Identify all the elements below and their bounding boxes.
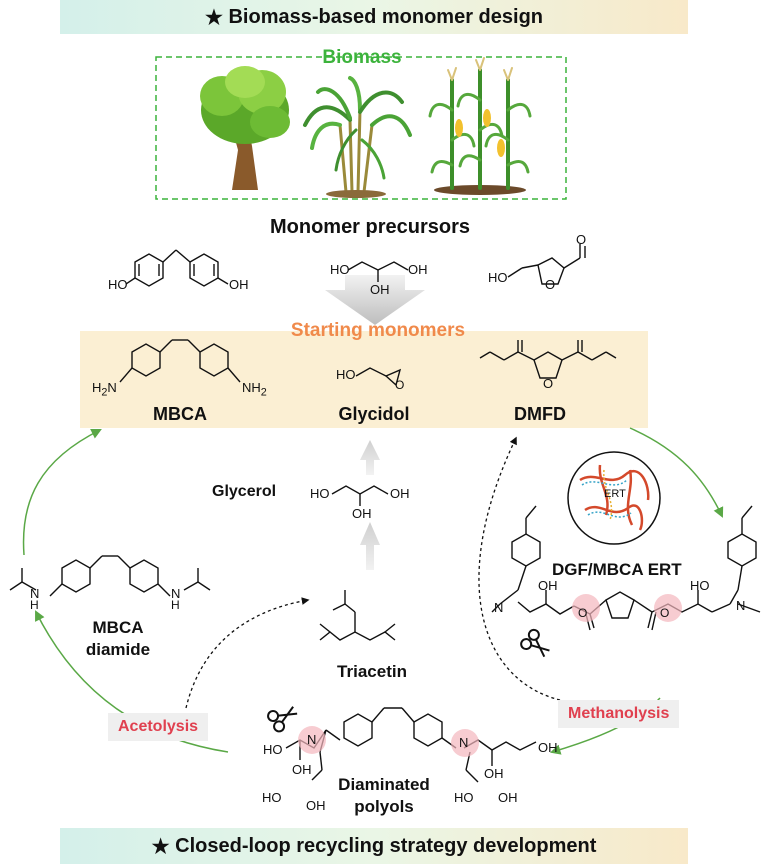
- atom-label: OH: [229, 277, 249, 292]
- grass-icon: [303, 76, 412, 198]
- cleavage-highlight: [451, 729, 479, 757]
- glycidol-structure: [355, 367, 402, 387]
- atom-label: OH: [538, 740, 558, 755]
- acetolysis-tag: Acetolysis: [108, 713, 209, 741]
- diaminated-line2: polyols: [354, 797, 414, 816]
- corn-icon: [428, 57, 532, 195]
- triacetin-structure: [319, 590, 396, 641]
- methanolysis-tag: Methanolysis: [558, 700, 680, 728]
- atom-label: OH: [352, 506, 372, 521]
- atom-label: HO: [310, 486, 330, 501]
- scissors-icon: [267, 706, 298, 733]
- biomass-box: [155, 56, 567, 200]
- atom-label: O: [545, 277, 556, 292]
- dotted-arrow: [185, 597, 310, 709]
- atom-label: N: [494, 600, 504, 615]
- biomass-label: Biomass: [322, 47, 402, 68]
- ester-highlight: [572, 594, 600, 622]
- atom-label: O: [660, 606, 670, 620]
- ert-label: DGF/MBCA ERT: [552, 560, 682, 579]
- up-arrow: [360, 440, 380, 475]
- glycerol-structure: [331, 485, 389, 506]
- dotted-arrow: [478, 436, 561, 701]
- atom-label: N: [736, 598, 746, 613]
- monomer-label: Glycidol: [338, 404, 410, 424]
- cleavage-highlight: [298, 726, 326, 754]
- precursor-glycerol: [347, 261, 409, 282]
- atom-label: O: [576, 232, 587, 247]
- atom-label: HO: [330, 262, 350, 277]
- atom-label: OH: [484, 766, 504, 781]
- mbca-diamide-label: MBCA diamide: [86, 617, 150, 661]
- footer-banner: ★ Closed-loop recycling strategy develop…: [60, 828, 688, 864]
- diaminated-line1: Diaminated: [338, 775, 430, 794]
- ester-highlight: [654, 594, 682, 622]
- monomer-label: MBCA: [153, 404, 207, 424]
- atom-label: N: [459, 735, 469, 750]
- atom-label: OH: [498, 790, 518, 805]
- header-title: Biomass-based monomer design: [228, 5, 544, 28]
- atom-label: OH: [370, 282, 390, 297]
- tree-icon: [200, 66, 290, 190]
- atom-label: O: [543, 376, 554, 391]
- atom-label: OH: [538, 578, 558, 593]
- atom-label: H: [171, 598, 180, 612]
- flow-arrow: [35, 610, 229, 753]
- atom-label: OH: [408, 262, 428, 277]
- atom-label: OH: [306, 798, 326, 813]
- atom-label: O: [395, 378, 405, 392]
- triacetin-label: Triacetin: [337, 662, 407, 681]
- mbca-diamide-line1: MBCA: [92, 618, 144, 637]
- dmfd-structure: [479, 340, 617, 379]
- atom-label: OH: [292, 762, 312, 777]
- scissors-icon: [520, 628, 550, 658]
- atom-label: OH: [390, 486, 410, 501]
- atom-label: HO: [108, 277, 128, 292]
- atom-label: N: [30, 586, 40, 601]
- up-arrow: [360, 522, 380, 570]
- atom-sub: 2: [260, 386, 267, 399]
- atom-label: N: [307, 732, 317, 747]
- atom-h: H: [92, 380, 102, 395]
- precursor-hmf: [507, 244, 586, 285]
- precursor-bisphenol: [125, 249, 229, 287]
- mbca-diamide-line2: diamide: [85, 640, 151, 659]
- atom-nh: NH: [242, 380, 261, 395]
- starting-box: [80, 331, 648, 428]
- header-banner: ★ Biomass-based monomer design: [60, 0, 688, 34]
- atom-label: HO: [488, 270, 508, 285]
- mbca-diamide-structure: [9, 555, 211, 597]
- diaminated-label: Diaminated polyols: [338, 774, 430, 818]
- flow-arrow: [629, 427, 724, 518]
- atom-label: HO: [263, 742, 283, 757]
- atom-n: N: [107, 380, 117, 395]
- flow-arrow: [22, 429, 102, 556]
- atom-label: NH2: [242, 380, 267, 399]
- footer-title: Closed-loop recycling strategy developme…: [175, 834, 597, 857]
- starting-title: Starting monomers: [290, 320, 466, 341]
- monomer-label: DMFD: [514, 404, 566, 424]
- down-arrow: [325, 275, 425, 325]
- atom-label: N: [171, 586, 181, 601]
- atom-label: HO: [690, 578, 710, 593]
- atom-label: HO: [454, 790, 474, 805]
- star-icon: ★: [151, 835, 170, 858]
- ert-network-inset: [567, 451, 661, 545]
- glycerol-label: Glycerol: [212, 483, 277, 500]
- atom-label: H2N: [92, 380, 117, 399]
- atom-label: HO: [336, 367, 356, 382]
- atom-label: O: [578, 606, 588, 620]
- atom-label: H: [30, 598, 39, 612]
- precursors-title: Monomer precursors: [269, 216, 471, 238]
- atom-sub: 2: [101, 386, 108, 399]
- mbca-structure: [119, 339, 241, 383]
- atom-label: HO: [262, 790, 282, 805]
- star-icon: ★: [204, 6, 223, 29]
- ert-inset-label: ERT: [604, 488, 626, 500]
